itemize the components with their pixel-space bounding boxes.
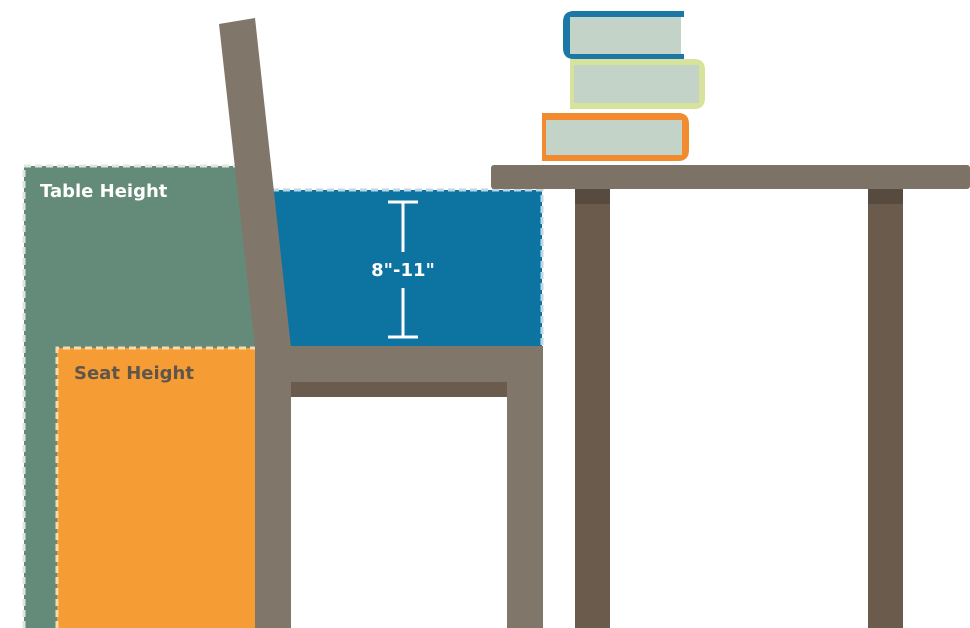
table-left-leg-shadow [575,189,610,204]
table-right-leg-shadow [868,189,903,204]
table-height-label: Table Height [40,181,168,202]
book-middle [570,59,705,109]
gap-zone-outline [272,188,544,345]
seat-height-label: Seat Height [74,363,194,384]
gap-dimension-marker [388,200,418,339]
table-top [491,165,970,189]
gap-zone [270,190,542,348]
chair-apron-shadow [291,382,507,397]
table-right-leg [868,189,903,628]
book-bottom [542,113,689,161]
gap-measurement-label: 8"-11" [371,260,435,281]
chair-backrest [219,18,291,348]
chair-seat [255,346,543,382]
book-top [563,11,684,59]
seat-height-zone [57,348,260,628]
chair [219,18,543,628]
chair-back-leg [255,346,291,628]
book-stack [542,11,705,161]
chair-front-leg [507,382,543,628]
seat-height-zone-outline [55,346,258,628]
table [491,165,970,628]
table-height-zone-outline [22,164,238,628]
table-left-leg [575,189,610,628]
